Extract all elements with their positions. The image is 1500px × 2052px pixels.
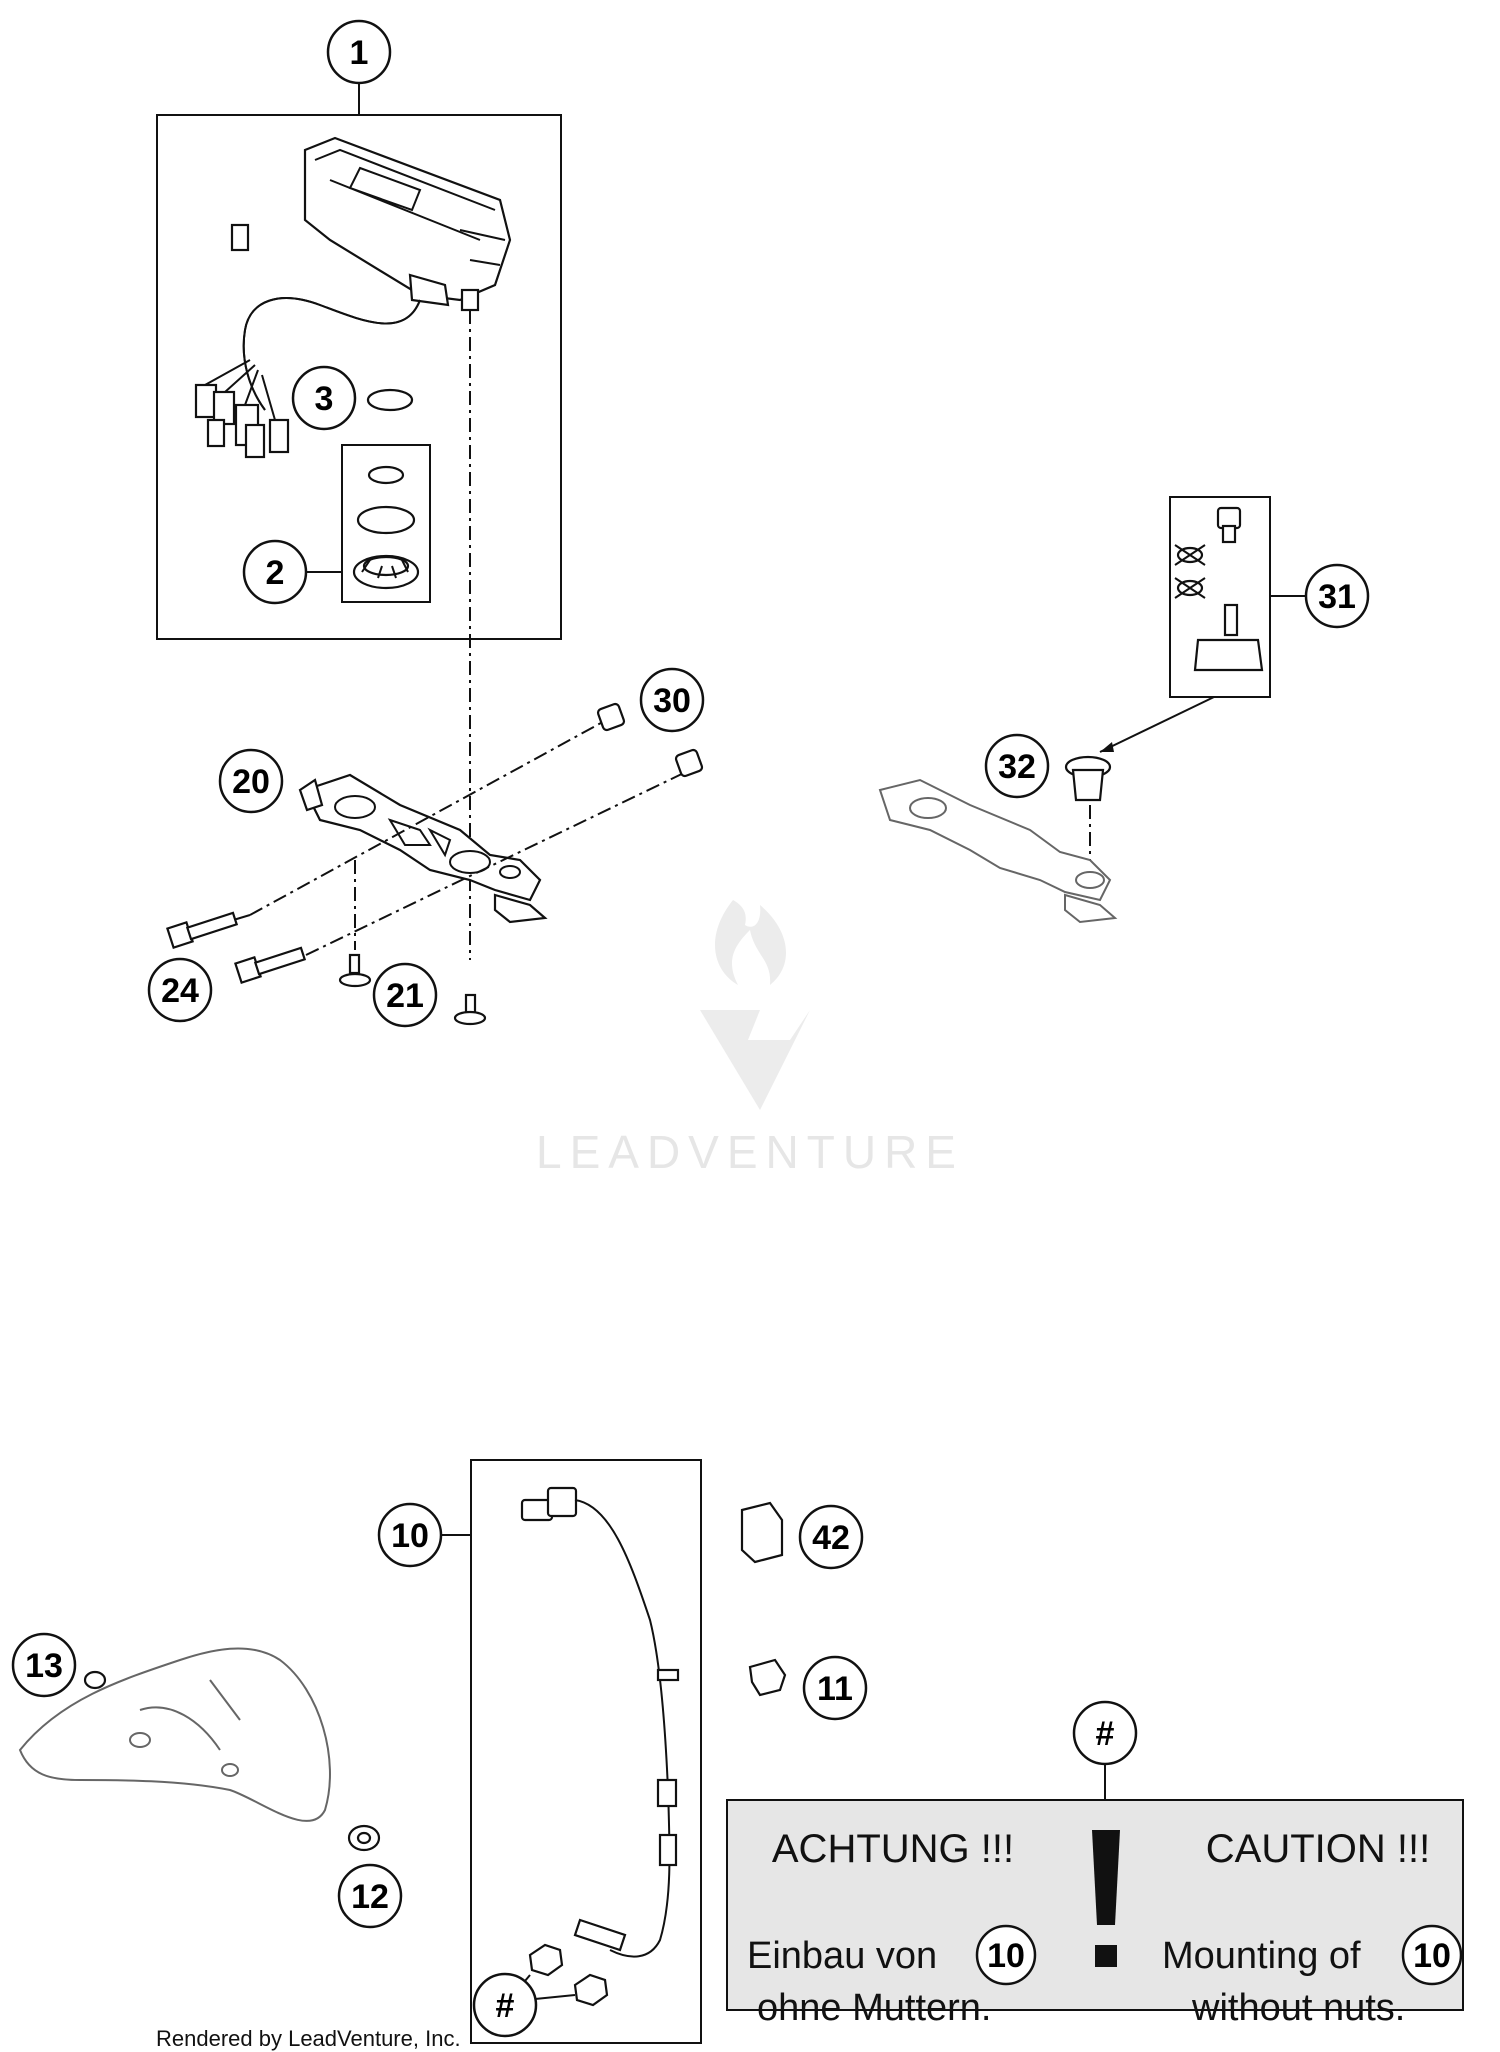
exclamation-mark [1092, 1830, 1120, 1967]
callout-12: 12 [337, 1863, 403, 1929]
watermark-text: LEADVENTURE [536, 1126, 964, 1178]
group-box-seal-kit [341, 444, 431, 603]
threaded-ring [352, 554, 420, 590]
rubber-grommet [1064, 755, 1112, 802]
speed-sensor-cable [520, 1486, 680, 1958]
callout-13: 13 [11, 1632, 77, 1698]
callout-42: 42 [798, 1504, 864, 1570]
brake-disc-reference [18, 1647, 331, 1822]
caution-right-line2: without nuts. [1191, 1987, 1405, 2029]
svg-text:12: 12 [351, 1878, 389, 1916]
callout-10: 10 [377, 1502, 443, 1568]
bushings [596, 702, 704, 778]
retaining-ring [83, 1670, 107, 1690]
callout-1: 1 [326, 19, 392, 85]
svg-text:13: 13 [25, 1647, 63, 1685]
sensor-nuts [528, 1943, 609, 2007]
svg-text:42: 42 [812, 1519, 850, 1557]
long-bolts [166, 911, 307, 984]
svg-text:10: 10 [1413, 1937, 1451, 1975]
callout-hash-bottom: # [472, 1972, 538, 2038]
large-o-ring [356, 505, 416, 535]
callout-hash-top: # [1072, 1700, 1138, 1766]
svg-text:20: 20 [232, 763, 270, 801]
svg-text:2: 2 [266, 554, 285, 592]
callout-11: 11 [802, 1655, 868, 1721]
cover-cap [366, 388, 414, 412]
footer-credit: Rendered by LeadVenture, Inc. [156, 2026, 461, 2051]
svg-text:30: 30 [653, 682, 691, 720]
svg-text:3: 3 [315, 380, 334, 418]
small-o-ring [367, 465, 405, 485]
callout-3: 3 [291, 365, 357, 431]
svg-text:10: 10 [391, 1517, 429, 1555]
svg-text:32: 32 [998, 748, 1036, 786]
callout-20: 20 [218, 748, 284, 814]
callout-30: 30 [639, 667, 705, 733]
callout-31: 31 [1304, 563, 1370, 629]
callout-2: 2 [242, 539, 308, 605]
svg-text:11: 11 [817, 1670, 853, 1708]
caution-left-line1: Einbau von [747, 1935, 937, 1977]
caution-right-title: CAUTION !!! [1206, 1827, 1430, 1871]
callout-32: 32 [984, 733, 1050, 799]
caution-left-line2: ohne Muttern. [757, 1987, 991, 2029]
group-box-speed-sensor [470, 1459, 702, 2044]
cable-holder [748, 1658, 787, 1697]
mounting-bracket [298, 773, 548, 924]
caution-right-ref-callout: 10 [1401, 1924, 1463, 1986]
caution-left-title: ACHTUNG !!! [772, 1827, 1014, 1871]
svg-text:#: # [1096, 1715, 1115, 1753]
lock-set-parts [1174, 506, 1264, 672]
spacer-nut [347, 1824, 381, 1852]
svg-text:#: # [496, 1987, 515, 2025]
callout-24: 24 [147, 957, 213, 1023]
leadventure-watermark: LEADVENTURE [536, 900, 964, 1178]
svg-text:1: 1 [350, 34, 369, 72]
caution-left-ref-callout: 10 [975, 1924, 1037, 1986]
cable-clip [740, 1501, 784, 1564]
svg-text:31: 31 [1318, 578, 1356, 616]
callout-21: 21 [372, 962, 438, 1028]
dashboard-unit [230, 136, 512, 312]
reference-bracket [878, 778, 1118, 924]
svg-text:10: 10 [987, 1937, 1025, 1975]
svg-text:24: 24 [161, 972, 199, 1010]
connector-plugs [194, 359, 290, 459]
caution-right-line1: Mounting of [1162, 1935, 1361, 1977]
svg-text:21: 21 [386, 977, 424, 1015]
small-screws [338, 953, 487, 1026]
